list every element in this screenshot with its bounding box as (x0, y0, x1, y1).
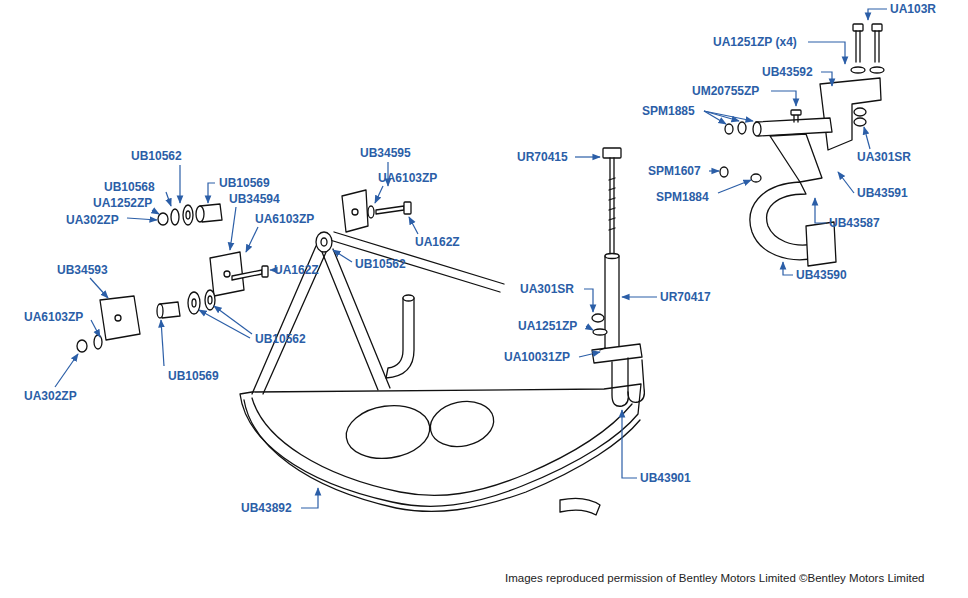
part-number: UB43892 (241, 501, 292, 515)
copyright-caption: Images reproduced permission of Bentley … (505, 571, 924, 585)
part-number: UA1251ZP (518, 319, 577, 333)
part-number: UB10562 (131, 149, 182, 163)
part-number: UA301SR (857, 150, 911, 164)
part-number: UB10562 (255, 332, 306, 346)
part-number: UB43587 (829, 216, 880, 230)
part-number: UA6103ZP (24, 310, 83, 324)
part-number: UM20755ZP (692, 84, 759, 98)
part-number: UB10569 (168, 369, 219, 383)
part-number: UB10569 (219, 176, 270, 190)
part-number: UB34595 (360, 146, 411, 160)
part-number: UB43592 (762, 65, 813, 79)
part-number: UA6103ZP (378, 171, 437, 185)
part-number: UA162Z (274, 263, 319, 277)
part-number: UR70417 (660, 290, 711, 304)
part-number: UA1251ZP (x4) (713, 35, 797, 49)
part-number: UA302ZP (24, 389, 77, 403)
part-number: UB10568 (104, 180, 155, 194)
part-number: UB43901 (640, 471, 691, 485)
part-number: UR70415 (517, 150, 568, 164)
part-number: UA162Z (415, 235, 460, 249)
part-number: UA103R (890, 2, 936, 16)
part-number: UA10031ZP (504, 350, 570, 364)
part-number: UA1252ZP (93, 196, 152, 210)
part-number: UB10562 (355, 257, 406, 271)
part-number: UB34593 (57, 263, 108, 277)
part-number: UB43591 (857, 186, 908, 200)
part-number: UA301SR (520, 282, 574, 296)
part-number: SPM1885 (642, 104, 695, 118)
part-number: SPM1884 (656, 190, 709, 204)
part-number: UA6103ZP (255, 212, 314, 226)
part-number: UB34594 (229, 192, 280, 206)
part-number: UA302ZP (66, 213, 119, 227)
part-number: SPM1607 (648, 164, 701, 178)
part-number: UB43590 (796, 268, 847, 282)
